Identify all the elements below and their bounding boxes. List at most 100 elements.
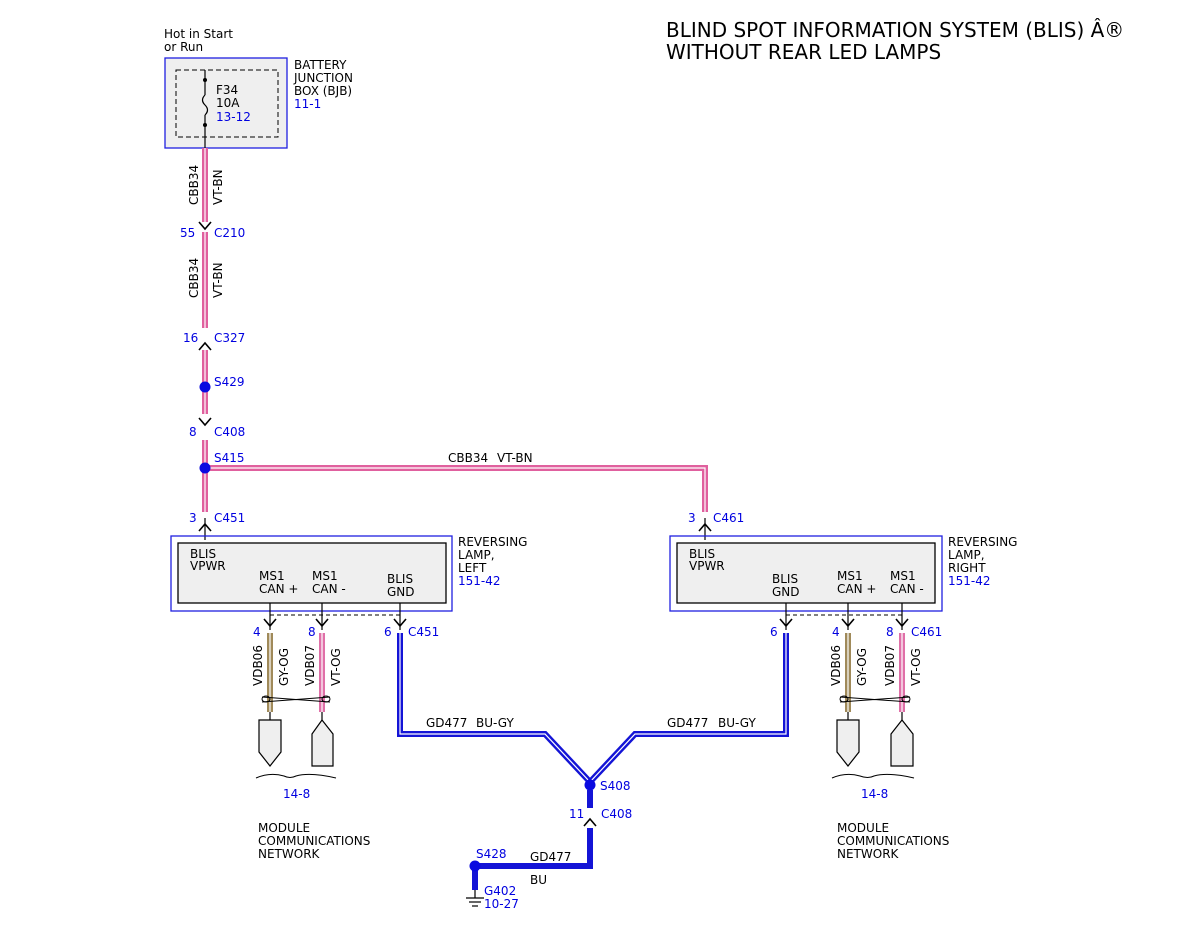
bjb-name-line3: BOX (BJB) — [294, 84, 352, 98]
left-network-ref[interactable]: 14-8 — [283, 787, 310, 801]
c451-top-name[interactable]: C451 — [214, 511, 245, 525]
left-ground-wire-circuit: GD477 — [426, 716, 467, 730]
module-right-vpwr-line2: VPWR — [689, 559, 725, 573]
left-can-wires — [261, 603, 407, 720]
right-network-line2: COMMUNICATIONS — [837, 834, 949, 848]
right-network-ref[interactable]: 14-8 — [861, 787, 888, 801]
module-left-can-plus-line2: CAN + — [259, 582, 298, 596]
splice-s408-label[interactable]: S408 — [600, 779, 631, 793]
ground-main-color: BU — [530, 873, 547, 887]
splice-s429-label[interactable]: S429 — [214, 375, 245, 389]
bjb-name-line1: BATTERY — [294, 58, 347, 72]
right-can-minus-circuit: VDB07 — [883, 645, 897, 686]
right-can-plus-terminal-icon — [836, 719, 860, 767]
c408-top-name[interactable]: C408 — [214, 425, 245, 439]
left-can-minus-circuit: VDB07 — [303, 645, 317, 686]
c461-bottom-name[interactable]: C461 — [911, 625, 942, 639]
module-right-body — [676, 542, 936, 604]
right-can-minus-color: VT-OG — [909, 648, 923, 686]
wire-label-circuit-2: CBB34 — [187, 258, 201, 298]
module-right-name-line3: RIGHT — [948, 561, 986, 575]
splice-s428-dot — [469, 860, 481, 872]
right-ground-wire-color: BU-GY — [718, 716, 756, 730]
module-right-can-plus-line2: CAN + — [837, 582, 876, 596]
module-right-can-minus-line1: MS1 — [890, 569, 916, 583]
left-network-brace — [255, 773, 337, 779]
left-can-minus-terminal-icon — [311, 718, 334, 767]
module-reversing-lamp-right: BLIS VPWR BLIS GND MS1 CAN + MS1 CAN - R… — [669, 535, 1017, 612]
module-left-can-minus-line1: MS1 — [312, 569, 338, 583]
wire-label-color-1: VT-BN — [211, 169, 225, 205]
connector-c210-symbol — [198, 221, 212, 231]
c408-bottom-name[interactable]: C408 — [601, 807, 632, 821]
module-left-ref[interactable]: 151-42 — [458, 574, 501, 588]
right-network-brace — [831, 773, 915, 779]
right-network-line3: NETWORK — [837, 847, 900, 861]
c451-bottom-pin-can-minus: 8 — [308, 625, 316, 639]
right-can-wires — [779, 603, 911, 720]
c210-name[interactable]: C210 — [214, 226, 245, 240]
module-right-can-plus-line1: MS1 — [837, 569, 863, 583]
module-left-outline — [170, 535, 453, 612]
ground-icon — [466, 890, 484, 907]
left-can-plus-color: GY-OG — [277, 648, 291, 686]
module-left-name-line3: LEFT — [458, 561, 487, 575]
splice-s408-dot — [584, 779, 596, 791]
branch-wire-circuit: CBB34 — [448, 451, 488, 465]
fuse-name: F34 — [216, 83, 238, 97]
module-right-vpwr-line1: BLIS — [689, 547, 715, 561]
module-reversing-lamp-left: BLIS VPWR MS1 CAN + MS1 CAN - BLIS GND R… — [170, 535, 527, 612]
fuse-rating: 10A — [216, 96, 240, 110]
power-source-line1: Hot in Start — [164, 27, 233, 41]
ground-g402-ref[interactable]: 10-27 — [484, 897, 519, 911]
right-ground-wire-circuit: GD477 — [667, 716, 708, 730]
c210-pin: 55 — [180, 226, 195, 240]
c451-bottom-name[interactable]: C451 — [408, 625, 439, 639]
splice-s428-label[interactable]: S428 — [476, 847, 507, 861]
module-right-outline — [669, 535, 943, 612]
wire-cbb34-branch — [205, 465, 708, 540]
c327-name[interactable]: C327 — [214, 331, 245, 345]
module-right-ref[interactable]: 151-42 — [948, 574, 991, 588]
left-network-line1: MODULE — [258, 821, 310, 835]
connector-c461-top-symbol — [698, 522, 712, 532]
bjb-name-line2: JUNCTION — [293, 71, 353, 85]
module-left-vpwr-line2: VPWR — [190, 559, 226, 573]
module-left-can-minus-line2: CAN - — [312, 582, 346, 596]
c451-bottom-pin-gnd: 6 — [384, 625, 392, 639]
c461-top-name[interactable]: C461 — [713, 511, 744, 525]
power-source-line2: or Run — [164, 40, 203, 54]
module-left-body — [177, 542, 447, 604]
branch-wire-color: VT-BN — [497, 451, 533, 465]
connector-c408-top-symbol — [198, 417, 212, 427]
wire-label-circuit-1: CBB34 — [187, 165, 201, 205]
c461-bottom-pin-gnd: 6 — [770, 625, 778, 639]
c327-pin: 16 — [183, 331, 198, 345]
connector-c408-bottom-symbol — [583, 817, 597, 827]
module-left-vpwr-line1: BLIS — [190, 547, 216, 561]
right-network-line1: MODULE — [837, 821, 889, 835]
connector-c327-symbol — [198, 341, 212, 351]
bjb-ref[interactable]: 11-1 — [294, 97, 321, 111]
ground-main-circuit: GD477 — [530, 850, 571, 864]
module-right-name-line1: REVERSING — [948, 535, 1017, 549]
wire-label-color-2: VT-BN — [211, 262, 225, 298]
module-right-gnd-line2: GND — [772, 585, 800, 599]
ground-g402-name[interactable]: G402 — [484, 884, 516, 898]
module-left-can-plus-line1: MS1 — [259, 569, 285, 583]
module-right-can-minus-line2: CAN - — [890, 582, 924, 596]
splice-s415-dot — [199, 462, 211, 474]
module-left-gnd-line1: BLIS — [387, 572, 413, 586]
right-can-plus-circuit: VDB06 — [829, 645, 843, 686]
left-network-line3: NETWORK — [258, 847, 321, 861]
bjb-outline — [164, 57, 288, 149]
c461-bottom-pin-can-plus: 4 — [832, 625, 840, 639]
fuse-ref[interactable]: 13-12 — [216, 110, 251, 124]
c408-top-pin: 8 — [189, 425, 197, 439]
c451-top-pin: 3 — [189, 511, 197, 525]
right-can-plus-color: GY-OG — [855, 648, 869, 686]
module-right-name-line2: LAMP, — [948, 548, 985, 562]
module-left-gnd-line2: GND — [387, 585, 415, 599]
splice-s415-label[interactable]: S415 — [214, 451, 245, 465]
